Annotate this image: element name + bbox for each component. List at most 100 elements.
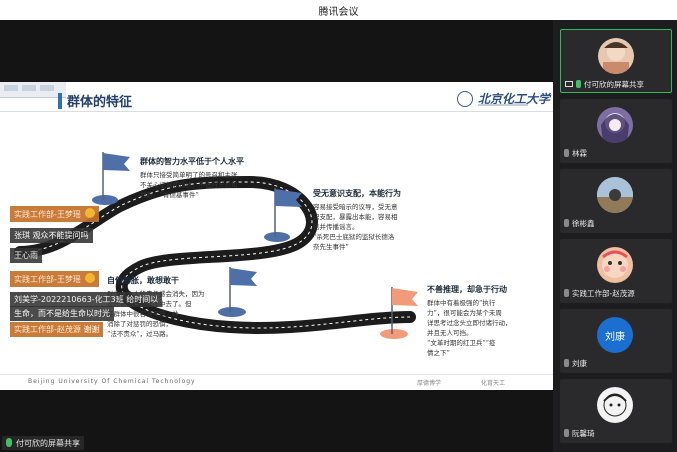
flag-icon [103,153,130,171]
chat-message: 刘美学-2022210663-化工3班 给时间以 [10,292,163,307]
participant-tile[interactable]: 徐彬鑫 [560,169,672,233]
section-text: “法不责众”，过马路。 [107,330,173,338]
anime-avatar-icon [601,113,629,143]
chat-message: 实践工作部-王梦瑶 [10,271,100,287]
section-text: 并且无人可挡。 [427,329,473,337]
avatar [597,387,633,423]
footer-motto-1: 厚德博学 [417,380,442,387]
section-3: 自信膨胀，敢想敢干 群体中个人的责任感会消失，因为 责任被分散到群体中去了。但 … [107,275,229,339]
road-illustration [14,152,418,339]
chat-message: 张琪 观众不能提问吗 [10,228,93,243]
participant-tile[interactable]: 付可欣的屏幕共享 [560,29,672,93]
participant-name: 徐彬鑫 [564,218,595,229]
section-heading: 自信膨胀，敢想敢干 [107,275,179,285]
footer-motto-2: 化育天工 [481,380,506,387]
flag-base [92,195,118,205]
slide-header [0,82,553,112]
section-text: 情之下” [427,349,450,357]
section-text: 信并传播谣言。 [313,223,359,231]
avatar [597,107,633,143]
thumbs-up-icon [85,273,96,283]
chat-text: 生命，而不是给生命以时光 [14,309,110,318]
window-title: 腾讯会议 [318,7,359,18]
section-heading: 群体的智力水平低于个人水平 [140,156,244,166]
child-avatar-icon [603,42,629,74]
microphone-muted-icon [564,289,569,297]
flag-icon [230,268,257,286]
participant-tile[interactable]: 刘康 刘康 [560,309,672,373]
title-bar: 腾讯会议 [0,0,677,20]
tab-dot [22,85,36,91]
flag-base [218,307,246,317]
university-logo-icon [457,91,473,107]
participant-tile[interactable]: 实践工作部-赵茂源 [560,239,672,303]
photo-avatar-icon [597,177,633,213]
road-centerline [19,181,411,329]
section-text: 奈先生事件” [313,243,349,251]
flag-base [264,232,290,242]
section-text: 消除了对惩罚的恐惧， [107,320,172,328]
section-text: 群体中有着极强的“执行 [427,299,496,307]
thumbs-up-icon [85,208,96,218]
footer-university-name: Beijing University Of Chemical Technolog… [28,378,196,385]
slide-title: 群体的特征 [67,95,133,110]
chat-message: 生命，而不是给生命以时光 [10,306,114,321]
chat-sender: 王心雨 [14,251,38,260]
logo-underline [478,104,528,106]
participant-name: 刘康 [564,358,587,369]
section-text: 不关心证据和论述，不进行分析和 [140,181,238,189]
cartoon-avatar-icon [602,250,628,278]
chat-sender: 张琪 [14,231,30,240]
section-heading: 不善推理，却急于行动 [427,284,507,294]
university-logo-text: 北京化工大学 [478,92,551,106]
section-heading: 受无意识支配，本能行为 [313,188,401,198]
section-text: 在群体中很容易实现，并 [107,310,179,318]
microphone-icon [6,438,12,447]
section-4: 不善推理，却急于行动 群体中有着极强的“执行 力”，很可能会为某个未周 详思考过… [427,284,547,358]
chat-sender: 实践工作部-王梦瑶 [14,210,81,219]
microphone-muted-icon [564,219,569,227]
section-text: 详思考过念头立即付诸行动， [427,319,512,327]
title-accent-bar [58,93,62,109]
share-status-label: 付可欣的屏幕共享 [16,439,80,448]
flag-icon [392,288,418,306]
tab-dot [4,85,18,91]
section-text: 力”，很可能会为某个未周 [427,309,502,317]
section-text: 判断。“肯德基事件” [140,191,199,199]
avatar [598,38,634,74]
participant-name: 林霖 [564,148,587,159]
microphone-muted-icon [564,149,569,157]
screen-share-icon [565,81,573,87]
participant-name: 阮馨琦 [564,428,595,439]
flag-icon [275,189,302,207]
chat-text: 给时间以 [126,295,159,304]
participant-tile[interactable]: 阮馨琦 [560,379,672,443]
section-text: “文革时期的红卫兵”“疫 [427,339,496,347]
slide-tab-strip [0,82,66,98]
participant-name: 实践工作部-赵茂源 [564,288,635,299]
chat-sender: 实践工作部-赵茂源 [14,325,81,334]
tab-dot [40,85,54,91]
section-text: 容易接受暗示的议导，受无意 [313,203,398,211]
section-text: “杀死巴士底狱的监狱长德洛 [313,233,395,241]
microphone-muted-icon [564,429,569,437]
slide-footer: Beijing University Of Chemical Technolog… [0,374,553,390]
microphone-icon [576,80,581,88]
microphone-muted-icon [564,359,569,367]
chat-message: 实践工作部-王梦瑶 [10,206,100,222]
avatar [597,177,633,213]
participant-tile[interactable]: 林霖 [560,99,672,163]
section-2: 受无意识支配，本能行为 容易接受暗示的议导，受无意 识支配，暴露出本能，容易相 … [313,188,433,252]
screen-share-status[interactable]: 付可欣的屏幕共享 [2,436,84,450]
chat-sender: 实践工作部-王梦瑶 [14,275,81,284]
avatar-initials: 刘康 [605,331,625,343]
section-1: 群体的智力水平低于个人水平 群体只接受简单明了的号召和主张， 不关心证据和论述，… [140,156,290,200]
sketch-avatar-icon [603,393,627,417]
chat-text: 观众不能提问吗 [32,231,89,240]
participant-name: 付可欣的屏幕共享 [565,79,644,90]
chat-sender: 刘美学-2022210663-化工3班 [14,295,124,304]
avatar: 刘康 [597,317,633,353]
chat-message: 王心雨 [10,248,42,263]
flag-base [380,329,408,339]
section-text: 群体只接受简单明了的号召和主张， [140,171,244,179]
